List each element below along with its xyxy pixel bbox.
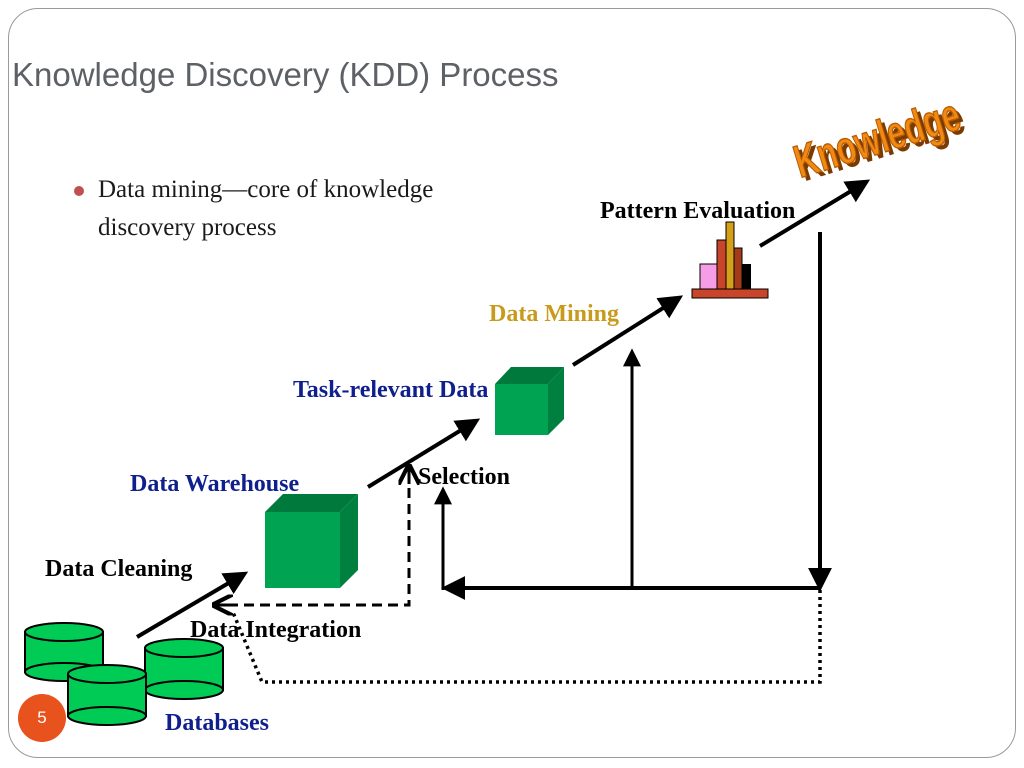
databases-icon [24, 622, 224, 726]
arrow-task-data-to-mining [571, 295, 684, 367]
knowledge-wordart: Knowledge Knowledge [788, 89, 971, 192]
bullet-icon [74, 186, 84, 196]
data-mining-label: Data Mining [489, 301, 620, 327]
slide-frame [8, 8, 1016, 758]
data-cleaning-label: Data Cleaning [45, 556, 193, 582]
slide-title: Knowledge Discovery (KDD) Process [12, 56, 559, 93]
database-cylinder-3 [67, 664, 147, 726]
knowledge-wordart-text: Knowledge [788, 89, 966, 188]
dotted-feedback-line [230, 590, 822, 684]
dashed-integration-line [228, 472, 411, 607]
bullet-line-1: Data mining—core of knowledge [98, 176, 434, 203]
arrow-pattern-to-knowledge [758, 179, 871, 248]
arrow-databases-to-warehouse [135, 571, 249, 639]
task-relevant-data-label: Task-relevant Data [293, 377, 489, 403]
databases-label: Databases [165, 710, 270, 736]
bullet-line-2: discovery process [98, 214, 277, 241]
selection-label: Selection [418, 464, 510, 490]
pattern-chart-icon [691, 221, 769, 299]
arrow-warehouse-to-task-data [366, 418, 481, 489]
task-relevant-data-cube-icon [495, 367, 564, 435]
slide-number-badge: 5 [18, 694, 66, 742]
pattern-evaluation-label: Pattern Evaluation [600, 198, 796, 224]
data-warehouse-cube-icon [265, 494, 358, 588]
database-cylinder-2 [144, 638, 224, 700]
data-warehouse-label: Data Warehouse [130, 471, 300, 497]
data-integration-label: Data Integration [190, 617, 362, 643]
